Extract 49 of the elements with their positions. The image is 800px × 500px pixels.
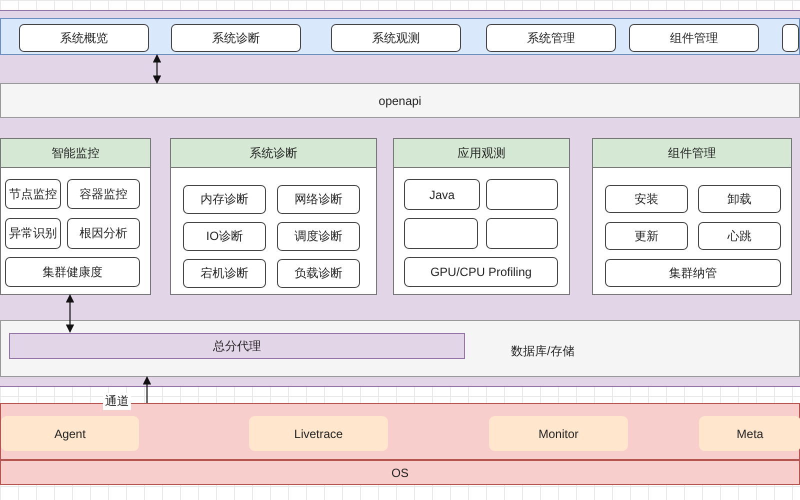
menu-item: 系统观测 [331,24,461,52]
layer-band [0,320,800,377]
feature-box [404,218,478,249]
feature-box: Java [404,179,480,210]
menu-item: 系统概览 [19,24,149,52]
feature-box: 异常识别 [5,218,61,249]
component-box: Agent [1,416,139,451]
feature-box: 安装 [605,185,688,213]
menu-item [782,24,799,52]
menu-item: 组件管理 [629,24,759,52]
layer-label: 数据库/存储 [511,343,574,360]
component-box: Meta [699,416,800,451]
layer-band: OS [0,460,800,485]
feature-box: 集群健康度 [5,257,140,287]
feature-box: 负载诊断 [277,259,360,288]
feature-box: 节点监控 [5,179,61,209]
feature-box: 容器监控 [67,179,140,209]
arrow [142,376,152,403]
feature-box: 内存诊断 [183,185,266,214]
panel-header: 系统诊断 [171,139,376,168]
component-box: Monitor [489,416,628,451]
arrow [152,54,162,84]
module-panel [393,138,570,295]
feature-box: 更新 [605,222,688,250]
arrow [66,294,74,333]
proxy-box: 总分代理 [9,333,465,359]
feature-box: 集群纳管 [605,259,781,287]
module-panel [0,138,151,295]
edge-label: 通道 [103,393,131,410]
panel-header: 应用观测 [394,139,569,168]
layer-band: openapi [0,83,800,118]
menu-item: 系统管理 [486,24,616,52]
module-panel [170,138,377,295]
feature-box: 宕机诊断 [183,259,266,288]
feature-box: 调度诊断 [277,222,360,251]
menu-item: 系统诊断 [171,24,301,52]
feature-box: 网络诊断 [277,185,360,214]
feature-box: 根因分析 [67,218,140,249]
panel-header: 组件管理 [593,139,791,168]
feature-box [486,218,558,249]
layer-band [0,18,800,55]
feature-box [486,179,558,210]
module-panel [592,138,792,295]
panel-header: 智能监控 [1,139,150,168]
feature-box: GPU/CPU Profiling [404,257,558,287]
feature-box: IO诊断 [183,222,266,251]
component-box: Livetrace [249,416,388,451]
feature-box: 心跳 [698,222,781,250]
feature-box: 卸载 [698,185,781,213]
